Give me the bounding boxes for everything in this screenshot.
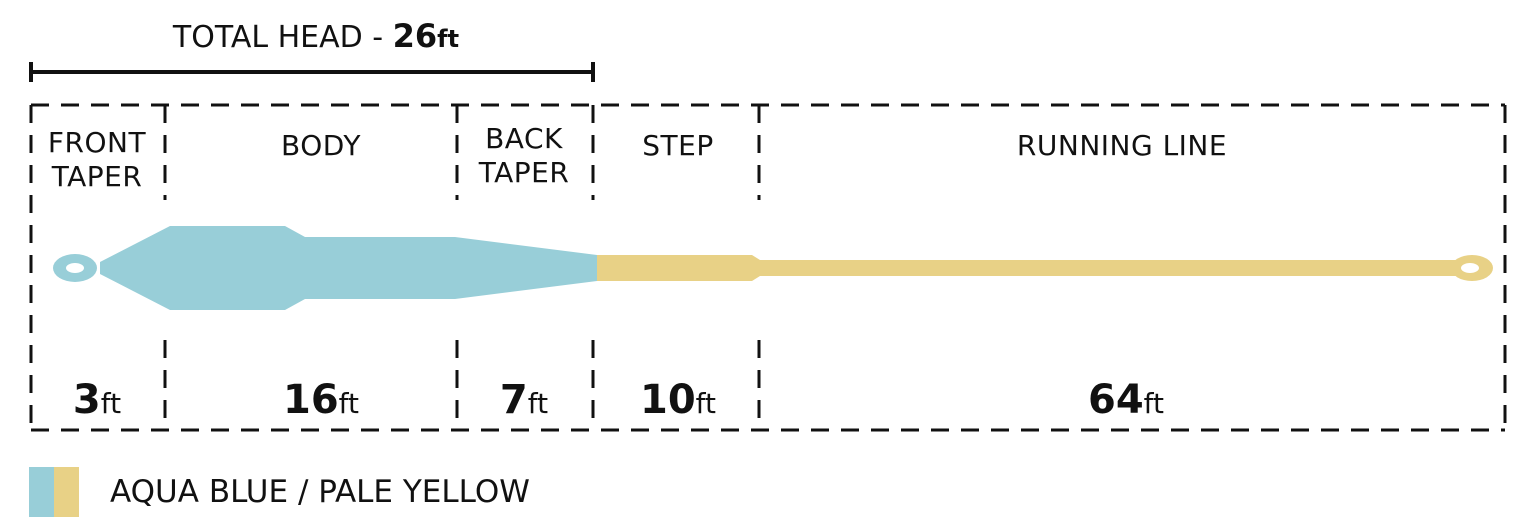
legend-label: AQUA BLUE / PALE YELLOW bbox=[110, 474, 530, 510]
running-line-length: 64ft bbox=[1088, 377, 1164, 423]
yellow-swatch bbox=[54, 467, 79, 517]
step-yellow-section bbox=[597, 255, 1460, 281]
back-taper-label-2: TAPER bbox=[478, 156, 570, 189]
front-taper-label-1: FRONT bbox=[48, 126, 147, 159]
total-head-title: TOTAL HEAD - 26ft bbox=[172, 17, 459, 55]
color-legend: AQUA BLUE / PALE YELLOW bbox=[29, 467, 530, 517]
front-taper-label-2: TAPER bbox=[51, 160, 143, 193]
running-line-label: RUNNING LINE bbox=[1017, 129, 1227, 162]
step-label: STEP bbox=[642, 129, 713, 162]
front-taper-length: 3ft bbox=[73, 377, 121, 423]
body-label: BODY bbox=[281, 129, 361, 162]
back-taper-length: 7ft bbox=[500, 377, 548, 423]
total-head-bracket bbox=[29, 62, 595, 82]
head-aqua-section bbox=[100, 226, 597, 310]
aqua-swatch bbox=[29, 467, 54, 517]
body-length: 16ft bbox=[283, 377, 359, 423]
section-frame bbox=[29, 103, 1507, 432]
back-taper-label-1: BACK bbox=[485, 122, 563, 155]
fly-line-shape bbox=[53, 226, 1493, 310]
step-length: 10ft bbox=[640, 377, 716, 423]
